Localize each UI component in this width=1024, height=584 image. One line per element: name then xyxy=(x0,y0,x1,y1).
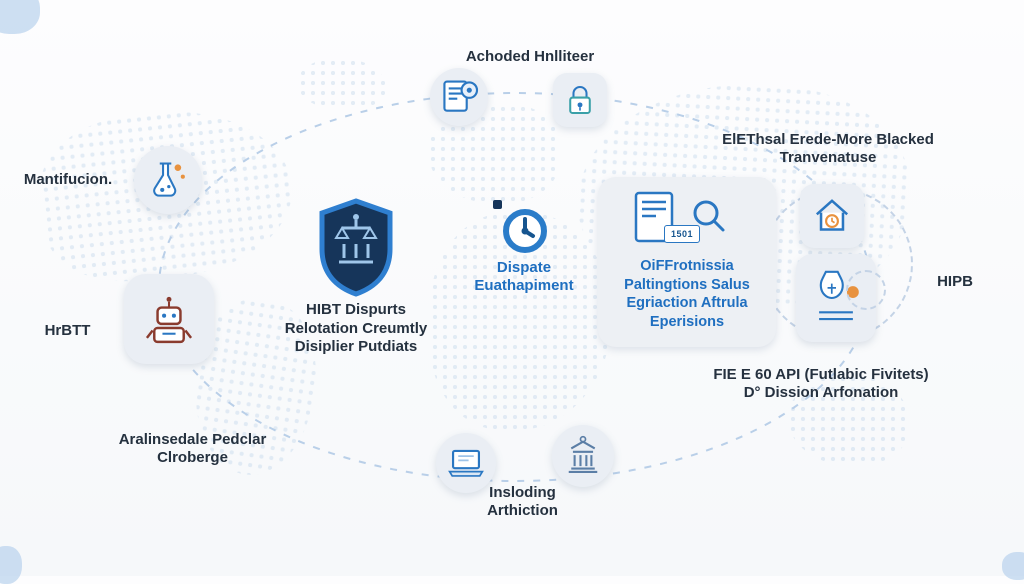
gauge-accent-square xyxy=(493,200,502,209)
document-search-icon xyxy=(634,191,725,243)
lock-icon xyxy=(569,85,591,115)
label-left-mid: HrBTT xyxy=(44,322,91,339)
robot-node xyxy=(124,274,214,364)
shield-justice-icon xyxy=(319,198,393,297)
label-left: Mantifucion. xyxy=(23,171,113,188)
label-mid-right: FIE E 60 API (Futlabic Fivitets) D° Diss… xyxy=(713,366,929,401)
label-top-right: ElEThsal Erede-More Blacked Tranvenatuse xyxy=(722,131,934,166)
label-center-shield: HIBT Dispurts Relotation Creumtly Disipl… xyxy=(284,301,428,355)
flask-icon xyxy=(153,162,185,197)
label-bottom: Insloding Arthiction xyxy=(487,484,558,519)
label-dispute: Dispate Euathapiment xyxy=(474,259,574,294)
label-panel: OiFFrotnissia Paltingtions Salus Egriact… xyxy=(624,258,750,330)
mini-dashed-circle xyxy=(846,270,886,310)
map-corner-smudge xyxy=(0,546,22,584)
map-greenland xyxy=(298,58,386,110)
court-node xyxy=(552,425,614,487)
panel-badge: 1501 xyxy=(664,225,700,243)
gauge-icon xyxy=(503,209,547,253)
house-node xyxy=(800,184,864,248)
gauge-node xyxy=(501,207,549,255)
label-top: Achoded Hnlliteer xyxy=(465,48,595,65)
robot-icon xyxy=(145,296,193,344)
map-corner-smudge xyxy=(1002,552,1024,580)
label-bottom-left: Aralinsedale Pedclar Clroberge xyxy=(118,431,267,466)
document-chat-icon xyxy=(443,80,479,112)
map-australia xyxy=(788,374,910,466)
court-building-icon xyxy=(568,435,598,473)
house-clock-icon xyxy=(815,199,849,231)
label-right: HIPB xyxy=(937,273,973,290)
shield-node xyxy=(312,196,400,298)
laptop-node xyxy=(436,433,496,493)
science-node xyxy=(134,146,202,214)
lock-node xyxy=(553,73,607,127)
magnifier-icon xyxy=(693,200,719,226)
laptop-icon xyxy=(448,449,484,477)
document-chat-node xyxy=(430,68,488,126)
info-panel: 1501 OiFFrotnissia Paltingtions Salus Eg… xyxy=(598,177,776,347)
